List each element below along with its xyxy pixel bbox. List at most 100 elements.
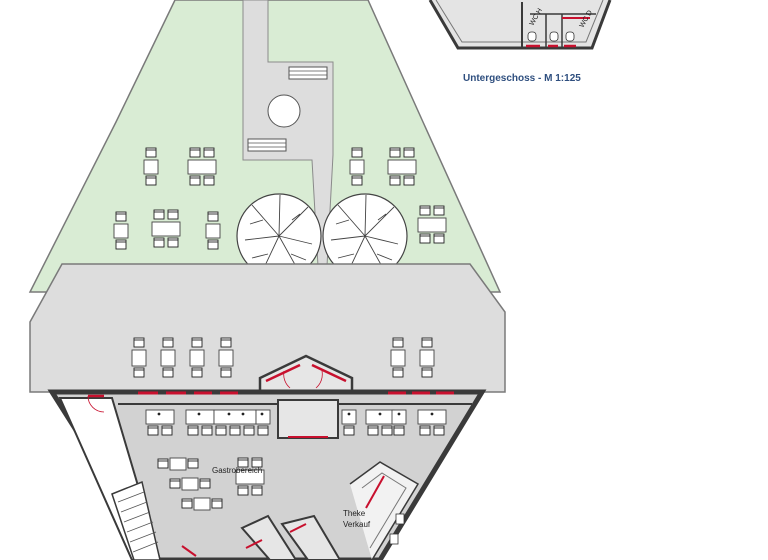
table-mark [157,412,161,416]
table [417,217,447,233]
chair [133,367,145,378]
basement-plan: WC H WC D [428,0,612,50]
table-mark [347,412,351,416]
counter-label-line1: Theke [343,509,366,518]
chair [237,485,249,496]
table-mark [241,412,245,416]
table-mark [430,412,434,416]
table [365,409,395,425]
table-mark [227,412,231,416]
chair [392,337,404,348]
chair [251,485,263,496]
chair [257,425,269,436]
chair [203,175,215,186]
chair [181,498,193,509]
table [419,349,435,367]
side-door [87,394,105,413]
chair [419,425,431,436]
table [113,223,129,239]
chair [157,458,169,469]
table [145,409,175,425]
chair [187,425,199,436]
chair [220,367,232,378]
chair [187,458,199,469]
table [181,477,199,491]
table [417,409,447,425]
chair [403,175,415,186]
table [189,349,205,367]
chair [381,425,393,436]
table-mark [397,412,401,416]
chair [199,478,211,489]
terrace-area [29,263,506,393]
chair [167,209,179,220]
table [143,159,159,175]
chair [433,425,445,436]
table [235,469,265,485]
chair [243,425,255,436]
chair [133,337,145,348]
chair [419,205,431,216]
table [193,497,211,511]
chair [153,237,165,248]
table [218,349,234,367]
entrance-bay [258,354,354,392]
table [160,349,176,367]
tree-left [236,193,322,279]
table [169,457,187,471]
chair [220,337,232,348]
chair [343,425,355,436]
table-mark [197,412,201,416]
chair [153,209,165,220]
chair [351,147,363,158]
chair [392,367,404,378]
bench-lower [247,138,287,152]
chair [433,233,445,244]
chair [367,425,379,436]
chair [115,239,127,250]
table [390,349,406,367]
gastro-label: Gastrobereich [212,466,262,475]
chair [203,147,215,158]
table [185,409,215,425]
chair [389,175,401,186]
table [205,223,221,239]
chair [162,337,174,348]
staircase [111,480,161,560]
chair [115,211,127,222]
chair [161,425,173,436]
bench-upper [288,66,328,80]
chair [191,337,203,348]
table [131,349,147,367]
chair [393,425,405,436]
chair [191,367,203,378]
chair [169,478,181,489]
counter-label-line2: Verkauf [343,520,371,529]
chair [421,367,433,378]
chair [351,175,363,186]
round-table [267,94,301,128]
table-mark [260,412,264,416]
table [151,221,181,237]
back-rooms [181,514,342,560]
chair [201,425,213,436]
chair [229,425,241,436]
chair [251,457,263,468]
table [213,409,257,425]
chair [189,175,201,186]
chair [145,147,157,158]
chair [211,498,223,509]
chair [215,425,227,436]
vestibule [277,399,339,439]
chair [189,147,201,158]
chair [145,175,157,186]
table [187,159,217,175]
chair [237,457,249,468]
table [387,159,417,175]
chair [207,239,219,250]
basement-title: Untergeschoss - M 1:125 [463,73,581,84]
chair [162,367,174,378]
chair [207,211,219,222]
chair [147,425,159,436]
